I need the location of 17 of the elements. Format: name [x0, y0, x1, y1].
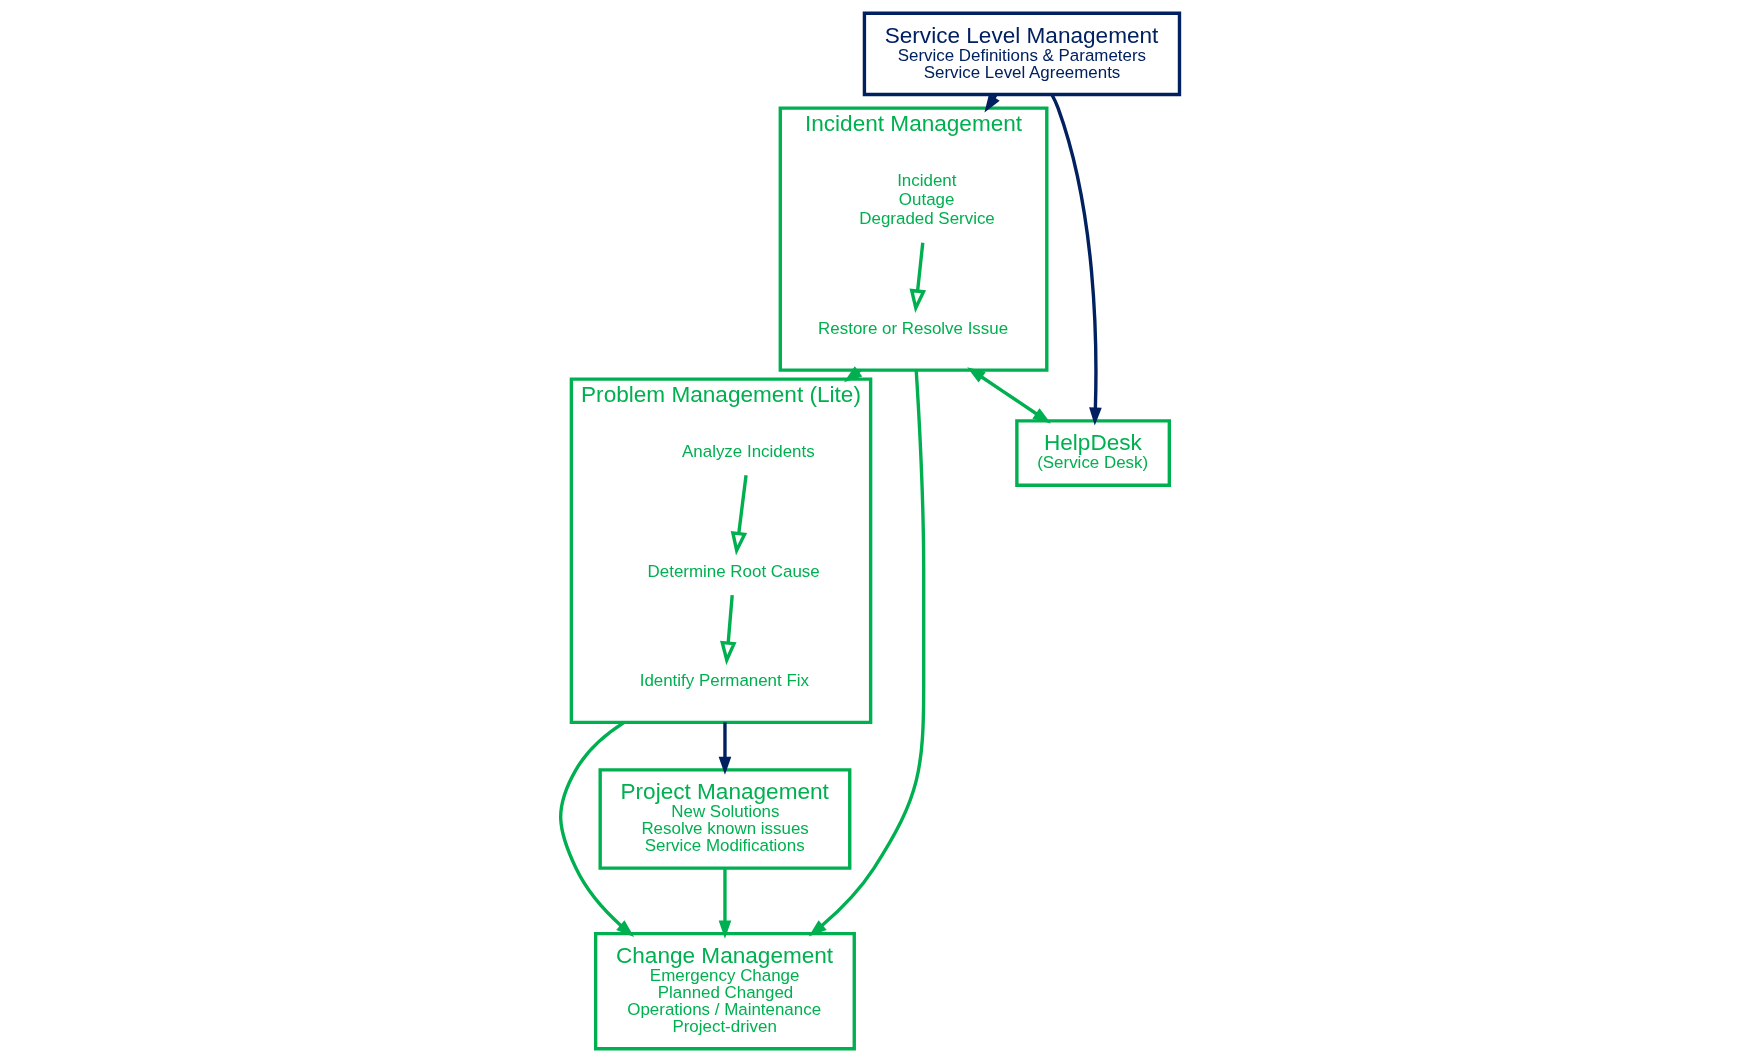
- node-box: Change Management Emergency Change Planned Changed Operations / Maintenance Project-driven: [593, 931, 856, 1051]
- arrow: [1049, 93, 1102, 426]
- node-text: Incident Outage Degraded Service: [858, 171, 995, 229]
- node-box: Service Level Management Service Definitions & Parameters Service Level Agreements: [862, 11, 1181, 97]
- node-text: Identify Permanent Fix: [639, 671, 809, 691]
- arrow: [558, 721, 634, 937]
- node-box: HelpDesk (Service Desk): [1014, 419, 1171, 487]
- arrow: [966, 367, 1051, 424]
- node-text: Analyze Incidents: [681, 442, 815, 462]
- arrow: [730, 475, 748, 556]
- arrow: [719, 594, 737, 666]
- arrow: [718, 722, 731, 775]
- node-text: Determine Root Cause: [647, 561, 820, 581]
- arrow: [909, 242, 926, 314]
- node-text: Restore or Resolve Issue: [817, 318, 1008, 338]
- arrow: [718, 868, 731, 939]
- node-box: Project Management New Solutions Resolve known issues Service Modifications: [598, 768, 851, 870]
